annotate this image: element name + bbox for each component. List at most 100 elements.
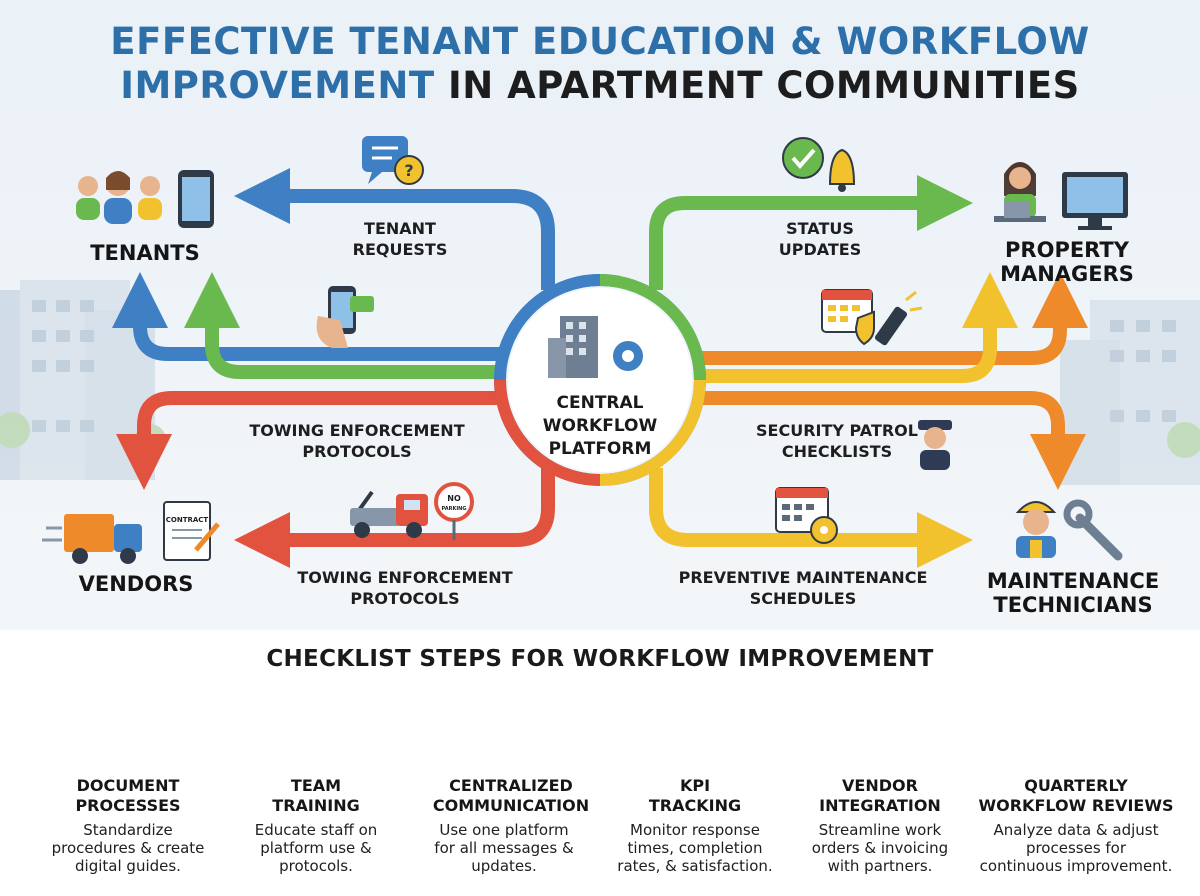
tenants-people-icon — [76, 171, 162, 224]
smartphone-icon — [178, 170, 214, 228]
chat-question-icon: ? — [362, 136, 424, 185]
arrow-towing-lower — [234, 468, 555, 568]
maintenance-technicians-line-2: TECHNICIANS — [993, 593, 1153, 617]
towing-lower-label: TOWING ENFORCEMENT PROTOCOLS — [280, 567, 530, 609]
step-2-desc-line-3: protocols. — [279, 857, 353, 875]
step-6-title-line-2: WORKFLOW REVIEWS — [978, 796, 1174, 815]
hub-line-1: CENTRAL — [556, 393, 644, 413]
tenant-requests-line-2: REQUESTS — [352, 240, 448, 259]
step-4-desc-line-2: times, completion — [627, 839, 763, 857]
wrench-icon — [1063, 499, 1123, 561]
calendar-shield-icon — [821, 289, 875, 346]
arrow-to-managers-orange — [700, 272, 1088, 365]
step-3-desc-line-1: Use one platform — [439, 821, 569, 839]
title-highlight: IMPROVEMENT — [120, 64, 435, 107]
step-4-desc-line-1: Monitor response — [630, 821, 760, 839]
title-line-2: IMPROVEMENT IN APARTMENT COMMUNITIES — [0, 64, 1200, 108]
security-patrol-label: SECURITY PATROL CHECKLISTS — [724, 420, 950, 462]
checkmark-circle-icon — [782, 137, 824, 179]
central-hub — [494, 274, 706, 486]
no-parking-sign-icon: NO PARKING — [434, 482, 474, 540]
flashlight-icon — [874, 290, 923, 346]
hub-line-3: PLATFORM — [548, 439, 652, 459]
property-managers-label: PROPERTY MANAGERS — [972, 238, 1162, 286]
building-gear-icon — [548, 316, 643, 378]
technician-icon — [1015, 501, 1057, 558]
step-1-number: 1 — [208, 712, 224, 737]
hub-label: CENTRAL WORKFLOW PLATFORM — [500, 392, 700, 461]
step-6-desc-line-2: processes for — [1025, 839, 1127, 857]
bell-icon — [828, 148, 856, 192]
towing-upper-label: TOWING ENFORCEMENT PROTOCOLS — [232, 420, 482, 462]
step-3-desc-line-2: for all messages & — [434, 839, 574, 857]
step-1-desc-line-3: digital guides. — [75, 857, 181, 875]
step-3-title-line-1: CENTRALIZED — [449, 776, 573, 795]
arrow-to-vendors — [116, 391, 505, 490]
arrow-to-technicians — [700, 391, 1086, 490]
title-line-1: EFFECTIVE TENANT EDUCATION & WORKFLOW — [110, 20, 1090, 63]
step-1-desc-line-1: Standardize — [83, 821, 173, 839]
step-5-number: 5 — [963, 712, 979, 737]
calendar-gear-icon — [775, 487, 838, 544]
step-4-title-line-1: KPI — [679, 776, 711, 795]
step-2-title-line-1: TEAM — [290, 776, 342, 795]
contract-label: CONTRACT — [166, 516, 209, 524]
property-managers-line-1: PROPERTY — [1005, 238, 1129, 262]
title-rest: IN APARTMENT COMMUNITIES — [434, 64, 1080, 107]
security-patrol-line-2: CHECKLISTS — [781, 442, 893, 461]
right-buildings — [1045, 300, 1200, 485]
towing-upper-line-2: PROTOCOLS — [302, 442, 412, 461]
step-6-desc-line-1: Analyze data & adjust — [993, 821, 1159, 839]
checklist-title: CHECKLIST STEPS FOR WORKFLOW IMPROVEMENT — [266, 646, 934, 672]
step-6-desc-line-3: continuous improvement. — [979, 857, 1173, 875]
step-5-desc-line-1: Streamline work — [818, 821, 942, 839]
preventive-maintenance-line-1: PREVENTIVE MAINTENANCE — [678, 568, 928, 587]
desktop-monitor-icon — [1062, 172, 1128, 230]
contract-document-icon: CONTRACT — [163, 501, 220, 561]
property-managers-line-2: MANAGERS — [1000, 262, 1134, 286]
security-patrol-line-1: SECURITY PATROL — [756, 421, 918, 440]
step-4-number: 4 — [775, 712, 791, 737]
hub-line-2: WORKFLOW — [542, 416, 658, 436]
step-2-desc-line-1: Educate staff on — [254, 821, 378, 839]
page-title: EFFECTIVE TENANT EDUCATION & WORKFLOW IM… — [0, 20, 1200, 108]
step-4-title-line-2: TRACKING — [648, 796, 742, 815]
tow-truck-icon — [350, 490, 428, 538]
step-1-desc-line-2: procedures & create — [51, 839, 205, 857]
step-6-title-line-1: QUARTERLY — [1024, 776, 1128, 795]
delivery-truck-icon — [42, 514, 142, 564]
preventive-maintenance-line-2: SCHEDULES — [749, 589, 857, 608]
vendors-label: VENDORS — [78, 572, 194, 596]
svg-text:?: ? — [404, 161, 413, 180]
maintenance-technicians-label: MAINTENANCE TECHNICIANS — [962, 569, 1184, 617]
sign-text-2: PARKING — [442, 506, 467, 512]
step-2-number: 2 — [397, 712, 413, 737]
tenant-requests-label: TENANT REQUESTS — [310, 218, 490, 260]
arrow-status-updates — [649, 175, 973, 290]
tenant-requests-line-1: TENANT — [364, 219, 436, 238]
step-2-desc-line-2: platform use & — [260, 839, 372, 857]
towing-lower-line-1: TOWING ENFORCEMENT — [297, 568, 513, 587]
step-2-title-line-2: TRAINING — [272, 796, 360, 815]
status-updates-label: STATUS UPDATES — [730, 218, 910, 260]
step-1-title-line-2: PROCESSES — [75, 796, 181, 815]
manager-laptop-icon — [994, 162, 1046, 222]
step-3-title-line-2: COMMUNICATION — [432, 796, 590, 815]
tenants-label: TENANTS — [90, 241, 200, 265]
hand-phone-icon — [316, 286, 374, 348]
arrow-tenant-requests — [234, 168, 555, 290]
step-6-number: 6 — [1143, 712, 1159, 737]
step-1-title-line-1: DOCUMENT — [76, 776, 180, 795]
step-5-title-line-2: INTEGRATION — [819, 796, 941, 815]
